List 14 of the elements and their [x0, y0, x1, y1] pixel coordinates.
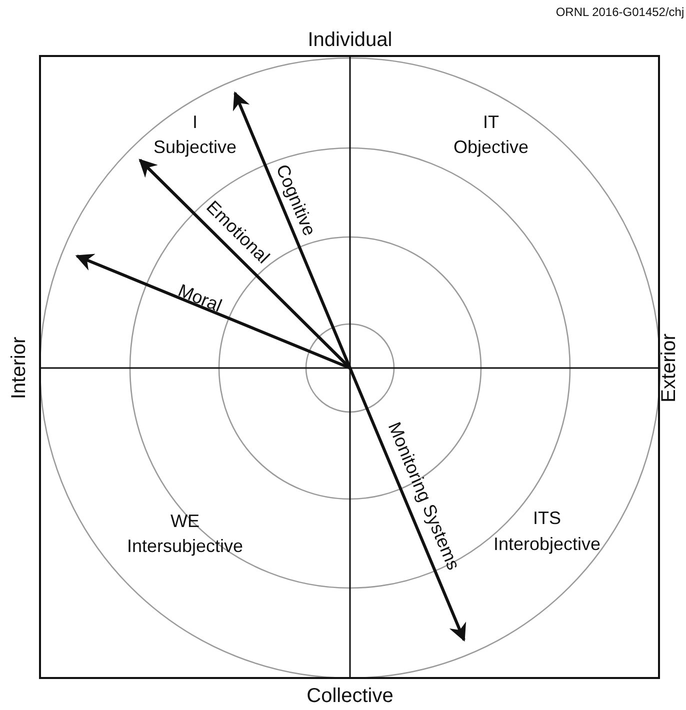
quadrant-label: Interobjective: [493, 535, 601, 553]
arrow-label: Moral: [176, 281, 224, 315]
quadrant-label: IT: [483, 113, 499, 131]
quadrant-label: Objective: [453, 138, 529, 156]
quadrant-label: ITS: [533, 509, 561, 527]
figure-id: ORNL 2016-G01452/chj: [556, 6, 684, 18]
quadrant-label: Intersubjective: [126, 537, 244, 555]
axis-label: Exterior: [659, 334, 679, 402]
quadrant-label: WE: [170, 512, 200, 530]
axis-label: Collective: [306, 686, 394, 706]
axis-label: Individual: [308, 30, 392, 50]
axis-label: Interior: [9, 336, 29, 400]
quadrant-label: I: [192, 113, 198, 131]
quadrant-label: Subjective: [153, 138, 237, 156]
